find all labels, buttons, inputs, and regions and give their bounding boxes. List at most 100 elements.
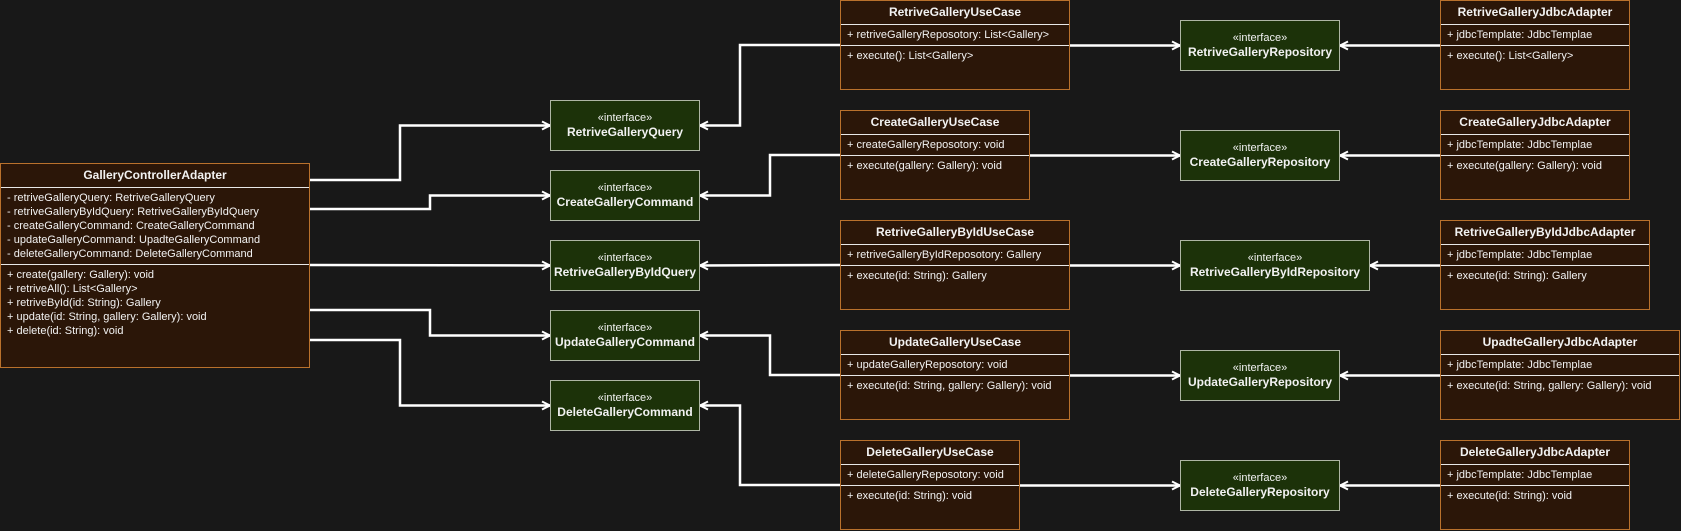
stereotype-label: «interface» (1232, 32, 1288, 44)
class-retrive-gallery-by-id-use-case: RetriveGalleryByIdUseCase + retriveGaller… (840, 220, 1070, 310)
method: + execute(id: String): void (1447, 490, 1573, 502)
method: + execute(gallery: Gallery): void (847, 160, 1002, 172)
method: + execute(id: String): Gallery (1447, 270, 1587, 282)
attribute: + jdbcTemplate: JdbcTemplae (1447, 359, 1593, 371)
methods-section: + execute(id: String): Gallery (1441, 266, 1649, 286)
attribute: - deleteGalleryCommand: DeleteGalleryCom… (7, 248, 253, 260)
method: + retriveById(id: String): Gallery (7, 297, 161, 309)
attribute: - retriveGalleryQuery: RetriveGalleryQue… (7, 192, 215, 204)
attributes-section: + deleteGalleryReposotory: void (841, 465, 1019, 486)
attribute: + jdbcTemplate: JdbcTemplae (1447, 139, 1593, 151)
method: + execute(id: String, gallery: Gallery):… (1447, 380, 1652, 392)
connector-controller-retrive-gallery-by-id-query (309, 265, 550, 266)
interface-name: RetriveGalleryByIdRepository (1189, 265, 1361, 279)
class-title: CreateGalleryJdbcAdapter (1441, 111, 1629, 135)
methods-section: + execute(id: String): Gallery (841, 266, 1069, 286)
class-create-gallery-use-case: CreateGalleryUseCase + createGalleryRepos… (840, 110, 1030, 200)
interface-name: RetriveGalleryQuery (566, 125, 684, 139)
class-title: RetriveGalleryByIdJdbcAdapter (1441, 221, 1649, 245)
method: + execute(id: String, gallery: Gallery):… (847, 380, 1052, 392)
attributes-section: + jdbcTemplate: JdbcTemplae (1441, 135, 1629, 156)
attribute: + updateGalleryReposotory: void (847, 359, 1008, 371)
method: + retriveAll(): List<Gallery> (7, 283, 138, 295)
stereotype-label: «interface» (1232, 362, 1288, 374)
methods-section: + create(gallery: Gallery): void + retriv… (1, 265, 309, 341)
interface-name: UpdateGalleryCommand (554, 335, 696, 349)
stereotype-label: «interface» (597, 252, 653, 264)
methods-section: + execute(): List<Gallery> (841, 46, 1069, 66)
method: + execute(id: String): void (847, 490, 973, 502)
connector-update-gallery-use-case-port-in (700, 336, 840, 377)
connector-delete-gallery-use-case-port-in (700, 406, 840, 487)
class-title: RetriveGalleryJdbcAdapter (1441, 1, 1629, 25)
method: + execute(): List<Gallery> (1447, 50, 1574, 62)
interface-name: DeleteGalleryCommand (557, 405, 693, 419)
stereotype-label: «interface» (597, 392, 653, 404)
class-retrive-gallery-jdbc-adapter: RetriveGalleryJdbcAdapter + jdbcTemplate:… (1440, 0, 1630, 90)
attributes-section: + jdbcTemplate: JdbcTemplae (1441, 355, 1679, 376)
attribute: + jdbcTemplate: JdbcTemplae (1447, 469, 1593, 481)
interface-retrive-gallery-query: «interface»RetriveGalleryQuery (550, 100, 700, 151)
connector-controller-create-gallery-command (310, 196, 550, 211)
connector-controller-delete-gallery-command (310, 338, 550, 406)
class-title: DeleteGalleryUseCase (841, 441, 1019, 465)
method: + update(id: String, gallery: Gallery): … (7, 311, 207, 323)
methods-section: + execute(id: String, gallery: Gallery):… (841, 376, 1069, 396)
class-update-gallery-use-case: UpdateGalleryUseCase + updateGalleryRepos… (840, 330, 1070, 420)
class-gallery-controller-adapter: GalleryControllerAdapter- retriveGallery… (0, 163, 310, 368)
interface-update-gallery-repository: «interface»UpdateGalleryRepository (1180, 350, 1340, 401)
attribute: + jdbcTemplate: JdbcTemplae (1447, 29, 1593, 41)
attribute: + deleteGalleryReposotory: void (847, 469, 1004, 481)
interface-retrive-gallery-repository: «interface»RetriveGalleryRepository (1180, 20, 1340, 71)
class-retrive-gallery-by-id-jdbc-adapter: RetriveGalleryByIdJdbcAdapter + jdbcTempl… (1440, 220, 1650, 310)
interface-retrive-gallery-by-id-repository: «interface»RetriveGalleryByIdRepository (1180, 240, 1370, 291)
stereotype-label: «interface» (597, 322, 653, 334)
method: + create(gallery: Gallery): void (7, 269, 155, 281)
attribute: - updateGalleryCommand: UpadteGalleryCom… (7, 234, 261, 246)
connector-create-gallery-use-case-port-in (700, 153, 840, 196)
class-title: CreateGalleryUseCase (841, 111, 1029, 135)
interface-name: RetriveGalleryRepository (1187, 45, 1333, 59)
attributes-section: + createGalleryReposotory: void (841, 135, 1029, 156)
methods-section: + execute(gallery: Gallery): void (841, 156, 1029, 176)
interface-create-gallery-command: «interface»CreateGalleryCommand (550, 170, 700, 221)
attributes-section: + retriveGalleryByIdReposotory: Gallery (841, 245, 1069, 266)
methods-section: + execute(): List<Gallery> (1441, 46, 1629, 66)
interface-retrive-gallery-by-id-query: «interface»RetriveGalleryByIdQuery (550, 240, 700, 291)
class-delete-gallery-use-case: DeleteGalleryUseCase + deleteGalleryRepos… (840, 440, 1020, 530)
attribute: - retriveGalleryByIdQuery: RetriveGaller… (7, 206, 259, 218)
class-title: UpdateGalleryUseCase (841, 331, 1069, 355)
connector-controller-retrive-gallery-query (310, 126, 550, 182)
interface-delete-gallery-command: «interface»DeleteGalleryCommand (550, 380, 700, 431)
class-create-gallery-jdbc-adapter: CreateGalleryJdbcAdapter + jdbcTemplate: … (1440, 110, 1630, 200)
methods-section: + execute(id: String): void (1441, 486, 1629, 506)
interface-name: CreateGalleryCommand (556, 195, 694, 209)
attribute: - createGalleryCommand: CreateGalleryCom… (7, 220, 255, 232)
methods-section: + execute(id: String, gallery: Gallery):… (1441, 376, 1679, 396)
class-title: RetriveGalleryByIdUseCase (841, 221, 1069, 245)
connector-retrive-gallery-by-id-use-case-port-in (700, 265, 841, 266)
attribute: + createGalleryReposotory: void (847, 139, 1005, 151)
attributes-section: + jdbcTemplate: JdbcTemplae (1441, 25, 1629, 46)
methods-section: + execute(gallery: Gallery): void (1441, 156, 1629, 176)
attributes-section: + updateGalleryReposotory: void (841, 355, 1069, 376)
attribute: + jdbcTemplate: JdbcTemplae (1447, 249, 1593, 261)
attributes-section: - retriveGalleryQuery: RetriveGalleryQue… (1, 188, 309, 265)
stereotype-label: «interface» (1232, 472, 1288, 484)
stereotype-label: «interface» (597, 182, 653, 194)
interface-name: RetriveGalleryByIdQuery (553, 265, 697, 279)
attributes-section: + retriveGalleryReposotory: List<Gallery… (841, 25, 1069, 46)
attribute: + retriveGalleryReposotory: List<Gallery… (847, 29, 1050, 41)
interface-name: CreateGalleryRepository (1189, 155, 1331, 169)
interface-create-gallery-repository: «interface»CreateGalleryRepository (1180, 130, 1340, 181)
class-title: RetriveGalleryUseCase (841, 1, 1069, 25)
class-retrive-gallery-use-case: RetriveGalleryUseCase + retriveGalleryRep… (840, 0, 1070, 90)
methods-section: + execute(id: String): void (841, 486, 1019, 506)
interface-name: DeleteGalleryRepository (1190, 485, 1330, 499)
attribute: + retriveGalleryByIdReposotory: Gallery (847, 249, 1042, 261)
class-title: DeleteGalleryJdbcAdapter (1441, 441, 1629, 465)
method: + execute(): List<Gallery> (847, 50, 974, 62)
stereotype-label: «interface» (597, 112, 653, 124)
